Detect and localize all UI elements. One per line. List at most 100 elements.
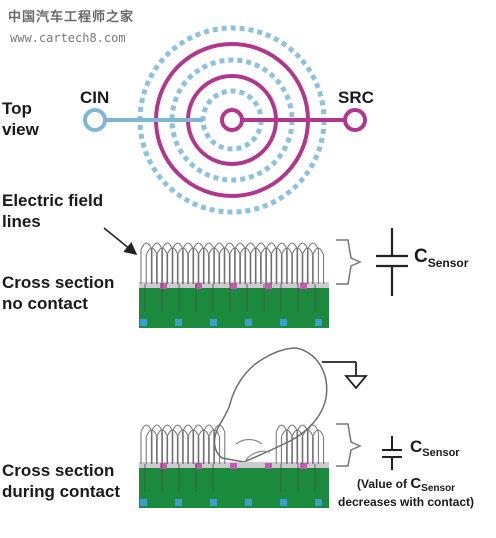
watermark-site-name: 中国汽车工程师之家 [8, 9, 135, 24]
field-line-arch [176, 429, 189, 464]
field-line-arch [145, 247, 158, 284]
c-sensor-label-large: CSensor [414, 246, 469, 270]
field-line-arch [254, 242, 267, 284]
field-line-arch [182, 242, 195, 284]
field-line-arch [218, 247, 231, 284]
electrode-pad-src [195, 463, 202, 469]
electrode-pad-src [300, 283, 307, 289]
field-line-arch [208, 247, 221, 284]
field-line-arch [166, 247, 179, 284]
field-line-arch [234, 242, 247, 284]
c-symbol: C [414, 246, 428, 267]
field-line-arch [192, 424, 205, 464]
field-line-arch [197, 247, 210, 284]
field-line-arch [213, 242, 226, 284]
electrode-pad-src [265, 463, 272, 469]
field-line-arch [197, 429, 210, 464]
field-line-arch [296, 424, 309, 464]
field-line-arch [228, 247, 241, 284]
field-line-arch [187, 429, 200, 464]
electrode-pad-src [230, 283, 237, 289]
field-line-arch [161, 424, 174, 464]
field-line-arch [140, 242, 153, 284]
watermark-url: www.cartech8.com [10, 31, 126, 45]
c-sensor-note: (Value of CSensor decreases with contact… [338, 476, 474, 510]
field-line-arch [150, 242, 163, 284]
field-line-arch [182, 424, 195, 464]
field-line-arch [306, 424, 319, 464]
cin-pin [83, 108, 107, 132]
electrode-pad-cin [245, 499, 252, 506]
field-line-arch [270, 247, 283, 284]
top-view-label: Top view [2, 98, 39, 140]
src-label: SRC [338, 88, 374, 107]
no-contact-label-line1: Cross section [2, 273, 115, 292]
field-lines [140, 424, 325, 492]
field-line-arch [223, 242, 236, 284]
substrate-green [139, 286, 329, 328]
electrode-pad-cin [140, 319, 147, 326]
no-contact-label: Cross section no contact [2, 272, 114, 314]
field-line-arch [202, 242, 215, 284]
c-subscript: Sensor [427, 256, 469, 270]
finger-graphic [213, 347, 328, 463]
electrode-pad-cin [210, 499, 217, 506]
field-line-arch [161, 242, 174, 284]
field-line-arch [275, 424, 288, 464]
field-lines [140, 242, 325, 312]
cross-section-contact [139, 424, 329, 508]
field-line-arch [296, 242, 309, 284]
brace-contact [336, 423, 362, 467]
electrode-pad-cin [175, 319, 182, 326]
pads-row [140, 463, 322, 506]
field-line-arch [213, 424, 226, 464]
field-line-arch [239, 247, 252, 284]
field-line-arch [249, 247, 262, 284]
electrode-pad-src [230, 463, 237, 469]
field-lines-label-line1: Electric field [2, 191, 104, 210]
cin-label: CIN [80, 88, 110, 107]
field-line-arch [280, 247, 293, 284]
electrode-pad-src [195, 283, 202, 289]
electrode-pad-src [160, 283, 167, 289]
c-subscript: Sensor [422, 447, 460, 459]
field-line-arch [312, 247, 325, 284]
electrode-pad-cin [210, 319, 217, 326]
field-line-arch [265, 242, 278, 284]
src-pin [343, 108, 367, 132]
no-contact-label-line2: no contact [2, 294, 88, 313]
field-line-arch [176, 247, 189, 284]
brace-no-contact [336, 239, 362, 285]
field-line-arch [156, 429, 169, 464]
field-line-arch [187, 247, 200, 284]
electrode-pad-cin [315, 319, 322, 326]
field-line-arch [286, 424, 299, 464]
field-lines-arrow [103, 227, 138, 256]
electrode-pad-src [300, 463, 307, 469]
field-line-arch [286, 242, 299, 284]
c-sensor-note-line2: decreases with contact) [338, 495, 475, 509]
field-line-arch [171, 424, 184, 464]
electrode-pad-cin [140, 499, 147, 506]
top-view-label-line2: view [2, 120, 39, 139]
capacitor-symbol-large [376, 228, 408, 296]
field-line-arch [275, 242, 288, 284]
field-line-arch [145, 429, 158, 464]
c-sensor-label-small: CSensor [410, 436, 460, 460]
substrate-green [139, 466, 329, 508]
c-sensor-note-line1: (Value of CSensor [356, 475, 456, 495]
field-line-arch [280, 429, 293, 464]
magenta-ring-inner [220, 108, 244, 132]
electrode-pad-src [265, 283, 272, 289]
top-view-graphic [83, 25, 367, 215]
contact-label-line2: during contact [2, 482, 121, 501]
field-line-arch [171, 242, 184, 284]
field-line-arch [312, 429, 325, 464]
electrode-pad-cin [315, 499, 322, 506]
field-line-arch [140, 424, 153, 464]
pads-row [140, 283, 322, 326]
contact-label: Cross section during contact [2, 460, 120, 502]
field-line-arch [202, 424, 215, 464]
field-line-arch [301, 429, 314, 464]
electrode-pad-src [160, 463, 167, 469]
